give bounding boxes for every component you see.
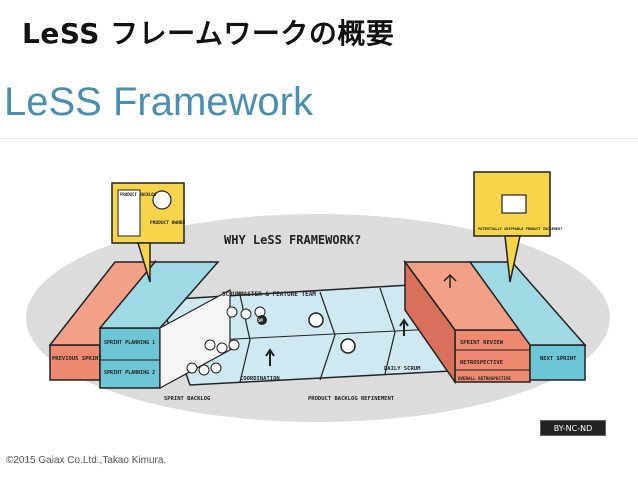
copyright: ©2015 Gaiax Co.Ltd.,Takao Kimura. bbox=[6, 455, 167, 466]
overall-retrospective-label: OVERALL RETROSPECTIVE bbox=[458, 376, 511, 381]
track-chevron-3 bbox=[379, 287, 396, 375]
sprint-planning-2-label: SPRINT PLANNING 2 bbox=[104, 370, 155, 376]
next-sprint-block bbox=[529, 344, 586, 381]
coordination-arrow-icon bbox=[265, 348, 275, 366]
increment-bubble-tail bbox=[504, 235, 521, 283]
backlog-refinement-label: PRODUCT BACKLOG REFINEMENT bbox=[308, 396, 395, 402]
divider bbox=[0, 138, 638, 139]
sprint-backlog-label: SPRINT BACKLOG bbox=[164, 396, 211, 402]
diagram-heading: WHY LeSS FRAMEWORK? bbox=[224, 233, 361, 247]
daily-scrum-label: DAILY SCRUM bbox=[384, 366, 421, 372]
shippable-increment-label: POTENTIALLY SHIPPABLE PRODUCT INCREMENT bbox=[478, 227, 562, 231]
team-member-icons bbox=[186, 306, 266, 376]
previous-sprint-label: PREVIOUS SPRINT bbox=[52, 356, 102, 362]
review-side bbox=[404, 259, 456, 385]
sprint-backlog-board bbox=[159, 288, 231, 390]
sprint-planning-1-label: SPRINT PLANNING 1 bbox=[104, 340, 155, 346]
product-owner-label: PRODUCT OWNER bbox=[150, 220, 186, 226]
retrospective-label: RETROSPECTIVE bbox=[460, 360, 503, 366]
product-owner-bubble-tail bbox=[136, 242, 151, 283]
refinement-magnifier-icon bbox=[308, 312, 324, 328]
daily-scrum-arrow-icon bbox=[399, 318, 409, 336]
framework-subtitle: LeSS Framework bbox=[4, 80, 313, 124]
refinement-magnifier-icon-2 bbox=[340, 338, 356, 354]
gift-box-icon bbox=[501, 194, 527, 214]
product-owner-avatar bbox=[152, 190, 172, 210]
sprint-review-label: SPRINT REVIEW bbox=[460, 340, 504, 346]
next-sprint-top bbox=[468, 261, 587, 346]
license-badge: BY-NC-ND bbox=[540, 420, 606, 436]
previous-sprint-block bbox=[49, 344, 101, 381]
sprint-planning-top bbox=[98, 261, 220, 329]
review-block bbox=[454, 329, 531, 383]
track-chevron-2 bbox=[319, 291, 336, 381]
product-backlog-label: PRODUCT BACKLOG bbox=[120, 192, 157, 197]
flower-icon bbox=[443, 273, 457, 288]
sm-badge-label: SM bbox=[258, 318, 263, 323]
scrummaster-badge-icon bbox=[257, 315, 267, 325]
sprint-planning-block bbox=[99, 327, 161, 389]
slide-title: LeSS フレームワークの概要 bbox=[22, 17, 395, 50]
coordination-label: COORDINATION bbox=[240, 376, 280, 382]
scrummaster-label: SCRUMMASTER & FEATURE TEAM bbox=[222, 291, 316, 298]
backlog-list-icon bbox=[117, 189, 141, 237]
next-sprint-label: NEXT SPRINT bbox=[540, 356, 577, 362]
